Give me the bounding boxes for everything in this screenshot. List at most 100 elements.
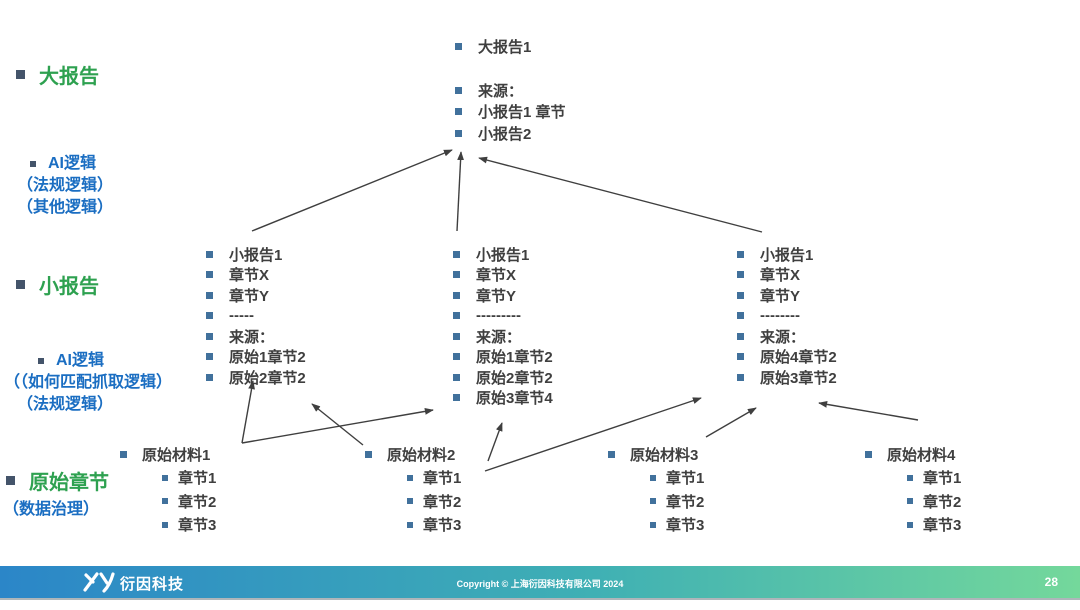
bullet-icon <box>407 474 413 481</box>
sidebar-section-big-report: 大报告 <box>16 60 99 89</box>
arrow-material2-to-mini2 <box>487 422 503 462</box>
bullet-icon <box>6 476 15 485</box>
bullet-icon <box>455 43 462 51</box>
chapter-item: 章节Y <box>476 287 517 305</box>
arrow-material1-to-mini1 <box>241 380 255 444</box>
section-note: （法规逻辑） <box>17 396 114 413</box>
section-note: （（如何匹配抓取逻辑） <box>4 374 173 391</box>
list-item: 章节X <box>737 265 837 286</box>
copyright-text: Copyright © 上海衍因科技有限公司 2024 <box>456 579 624 589</box>
bullet-icon <box>737 312 744 320</box>
bullet-icon <box>16 280 25 289</box>
sidebar-notes-mini-report: AI逻辑 （（如何匹配抓取逻辑） （法规逻辑） <box>4 350 172 416</box>
bullet-icon <box>206 291 213 299</box>
list-item: 章节1 <box>162 466 216 490</box>
list-item: 章节2 <box>407 490 461 514</box>
source-item: 原始1章节2 <box>229 349 306 367</box>
section-title: 原始章节 <box>29 472 109 494</box>
bullet-icon <box>907 474 913 481</box>
chapter-item: 章节3 <box>178 517 217 535</box>
mini-report-title: 小报告1 <box>476 246 530 264</box>
divider-dashes: ----- <box>229 307 254 325</box>
mini-report-list-3: 小报告1 章节X 章节Y -------- 来源： 原始4章节2 原始3章节2 <box>737 244 837 388</box>
material-list-1: 原始材料1 章节1 章节2 章节3 <box>120 443 216 537</box>
chapter-item: 章节1 <box>666 470 705 488</box>
material-list-2: 原始材料2 章节1 章节2 章节3 <box>365 443 461 537</box>
source-label: 来源： <box>760 328 806 346</box>
material-title: 原始材料3 <box>630 447 699 464</box>
chapter-item: 章节2 <box>178 493 217 511</box>
chapter-item: 章节1 <box>178 470 217 488</box>
bullet-icon <box>453 394 460 402</box>
list-item: --------- <box>453 306 553 327</box>
company-name: 衍因科技 <box>120 576 185 593</box>
divider-dashes: -------- <box>760 307 800 325</box>
bullet-icon <box>650 521 656 528</box>
source-item: 原始4章节2 <box>760 349 837 367</box>
section-note-row: AI逻辑 <box>30 153 113 175</box>
big-report-title: 大报告1 <box>478 39 532 57</box>
bullet-icon <box>907 521 913 528</box>
bullet-icon <box>608 451 615 458</box>
footer-edge-line <box>0 598 1080 600</box>
bullet-icon <box>206 250 213 258</box>
section-title: 大报告 <box>39 66 99 88</box>
section-note: AI逻辑 <box>56 352 105 369</box>
list-item: 小报告2 <box>455 123 566 145</box>
bullet-icon <box>407 521 413 528</box>
list-item: 大报告1 <box>455 36 566 58</box>
source-label: 来源： <box>229 328 275 346</box>
list-item: 小报告1 <box>737 244 837 265</box>
bullet-icon <box>365 451 372 458</box>
bullet-icon <box>162 521 168 528</box>
list-item: 原始2章节2 <box>206 367 306 388</box>
list-item: 章节2 <box>907 490 961 514</box>
sidebar-notes-big-report: AI逻辑 （法规逻辑） （其他逻辑） <box>16 153 113 219</box>
mini-report-title: 小报告1 <box>760 246 814 264</box>
list-item: ----- <box>206 306 306 327</box>
chapter-item: 章节2 <box>923 493 962 511</box>
source-item: 原始3章节2 <box>760 369 837 387</box>
material-title: 原始材料4 <box>887 447 956 464</box>
bullet-icon <box>453 312 460 320</box>
chapter-item: 章节3 <box>923 517 962 535</box>
chapter-item: 章节1 <box>423 470 462 488</box>
list-item: -------- <box>737 306 837 327</box>
bullet-icon <box>407 498 413 505</box>
chapter-item: 章节2 <box>666 493 705 511</box>
section-title: 小报告 <box>39 276 99 298</box>
chapter-item: 章节X <box>229 267 270 285</box>
list-item: 章节3 <box>162 513 216 537</box>
list-item: 小报告1 <box>206 244 306 265</box>
company-logo-icon <box>83 572 115 593</box>
bullet-icon <box>453 250 460 258</box>
section-title-row: 小报告 <box>16 270 99 299</box>
mini-report-list-2: 小报告1 章节X 章节Y --------- 来源： 原始1章节2 原始2章节2… <box>453 244 553 408</box>
bullet-icon <box>453 271 460 279</box>
mini-report-title: 小报告1 <box>229 246 283 264</box>
bullet-icon <box>737 373 744 381</box>
section-note-row: AI逻辑 <box>38 350 172 372</box>
bullet-icon <box>737 271 744 279</box>
arrow-material4-to-mini3 <box>818 401 919 421</box>
list-item: 原始2章节2 <box>453 367 553 388</box>
list-item: 原始材料3 <box>608 443 704 466</box>
list-item: 原始1章节2 <box>206 347 306 368</box>
source-item: 小报告2 <box>478 125 532 143</box>
bullet-icon <box>453 373 460 381</box>
list-item: 章节1 <box>650 466 704 490</box>
section-title-row: 大报告 <box>16 60 99 89</box>
list-item: 章节Y <box>453 285 553 306</box>
bullet-icon <box>737 353 744 361</box>
chapter-item: 章节2 <box>423 493 462 511</box>
chapter-item: 章节Y <box>760 287 801 305</box>
list-item: 原始1章节2 <box>453 347 553 368</box>
spacer <box>455 58 566 80</box>
bullet-icon <box>162 474 168 481</box>
bullet-icon <box>455 108 462 116</box>
arrow-material1-to-mini2 <box>241 408 434 444</box>
section-note: AI逻辑 <box>48 155 97 172</box>
list-item: 章节2 <box>162 490 216 514</box>
chapter-item: 章节X <box>760 267 801 285</box>
list-item: 来源： <box>737 326 837 347</box>
